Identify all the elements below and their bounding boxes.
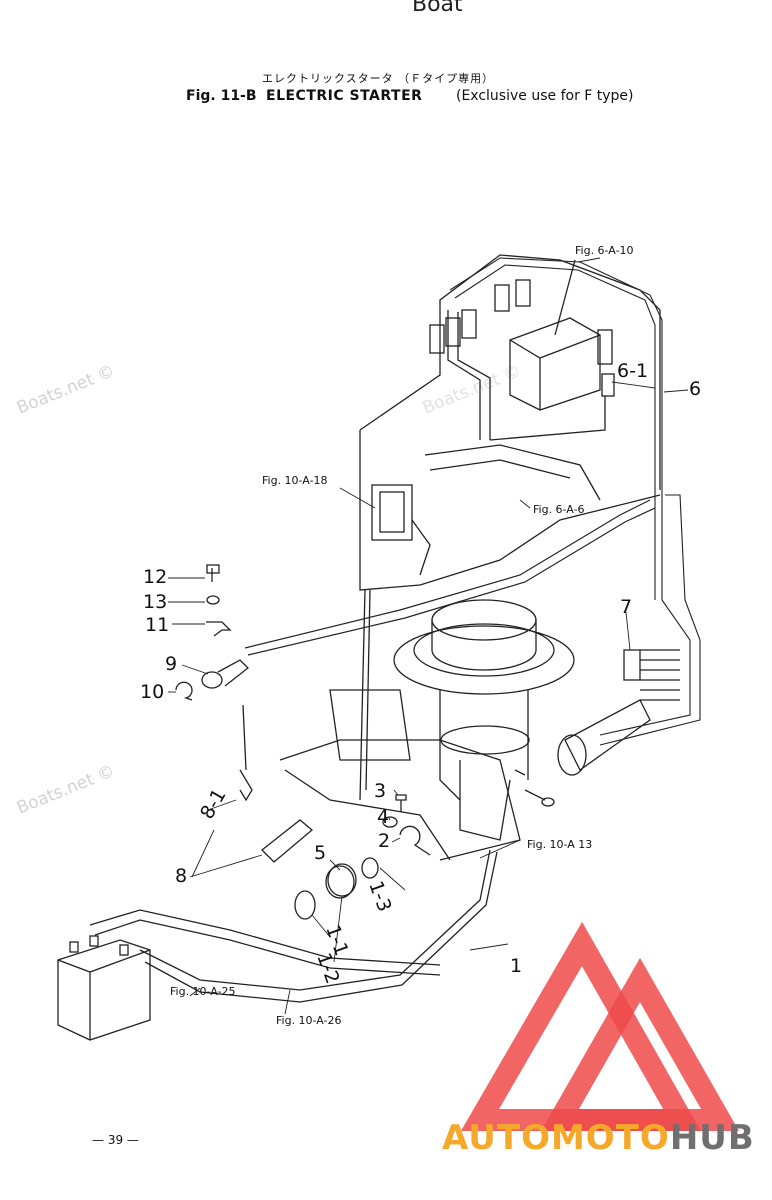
logo-wordmark: AUTOMOTOHUB <box>442 1118 755 1158</box>
part-number-7: 7 <box>620 596 633 618</box>
watermark-top: Boat <box>412 0 463 17</box>
part-number-5: 5 <box>314 842 327 864</box>
ref-fig-6-a-10: Fig. 6-A-10 <box>575 244 634 257</box>
logo-triangle-mark <box>460 921 739 1131</box>
page-number: — 39 — <box>92 1133 139 1147</box>
part-number-9: 9 <box>165 653 178 675</box>
part-number-12: 12 <box>143 566 168 588</box>
part-number-2: 2 <box>378 830 391 852</box>
part-number-11: 11 <box>145 614 170 636</box>
part-number-6-1: 6-1 <box>617 360 649 382</box>
logo-text-part1: AUTOMOTO <box>442 1118 670 1158</box>
part-number-8: 8 <box>175 865 188 887</box>
logo-text-part2: HUB <box>669 1118 755 1158</box>
title-main: ELECTRIC STARTER <box>266 88 423 104</box>
part-number-10: 10 <box>140 681 165 703</box>
ref-fig-6-a-6: Fig. 6-A-6 <box>533 503 585 516</box>
part-number-13: 13 <box>143 591 168 613</box>
ref-fig-10-a-13: Fig. 10-A 13 <box>527 838 593 851</box>
ref-fig-10-a-25: Fig. 10-A-25 <box>170 985 236 998</box>
part-number-3: 3 <box>374 780 387 802</box>
title-subtitle: (Exclusive use for F type) <box>456 88 634 104</box>
ref-fig-10-a-26: Fig. 10-A-26 <box>276 1014 342 1027</box>
title-japanese: エレクトリックスタータ （Ｆタイプ専用） <box>262 72 495 85</box>
part-number-6: 6 <box>689 378 702 400</box>
part-number-4: 4 <box>377 806 390 828</box>
title-figure-label: Fig. 11-B <box>186 88 257 104</box>
part-number-1: 1 <box>510 955 523 977</box>
ref-fig-10-a-18: Fig. 10-A-18 <box>262 474 328 487</box>
